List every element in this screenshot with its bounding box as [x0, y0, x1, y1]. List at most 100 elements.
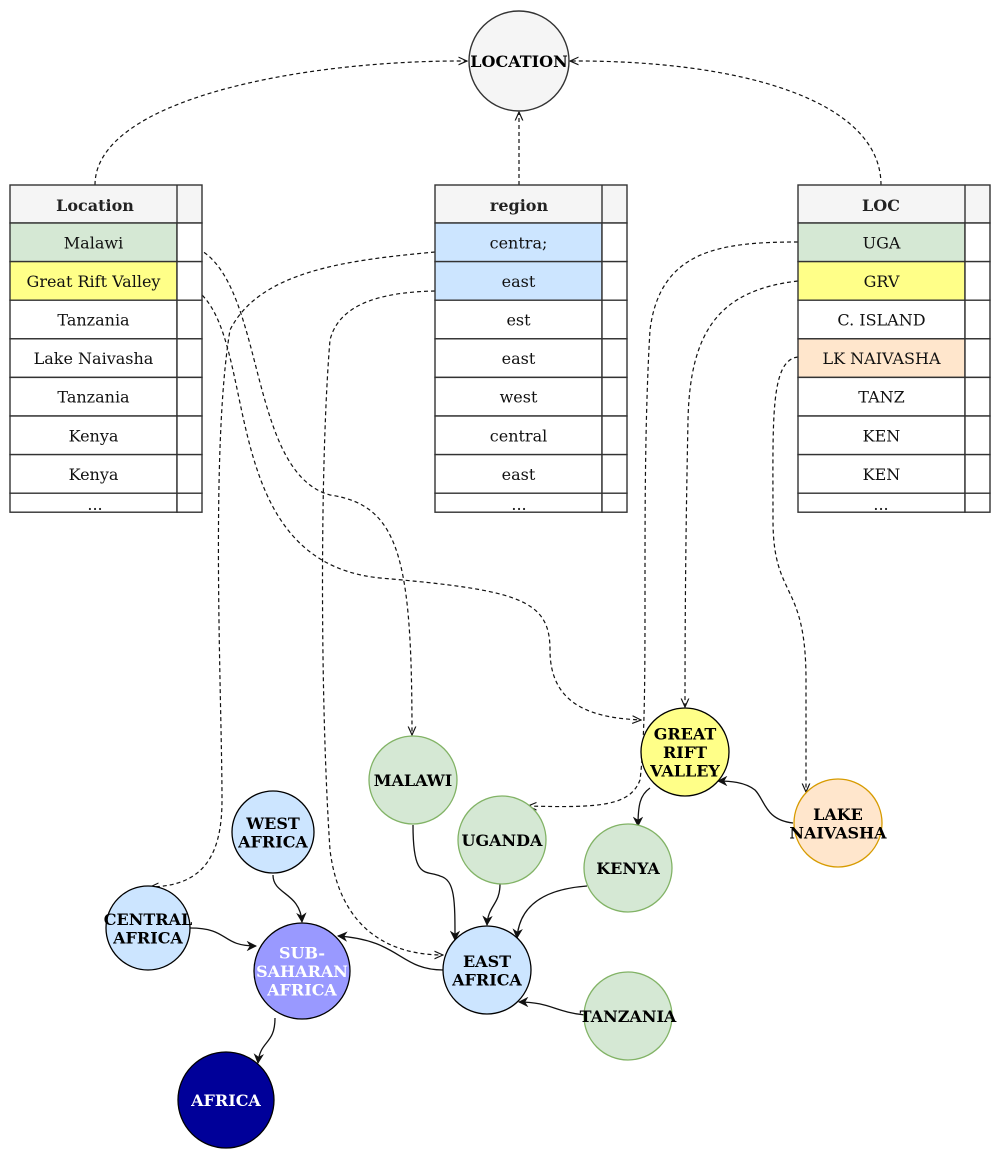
node-malawi[interactable]: MALAWI	[368, 735, 458, 825]
table-loc-cell[interactable]	[797, 453, 966, 494]
location-concept-node[interactable]: LOCATION	[468, 10, 570, 112]
table-location-ellipsis-side	[176, 492, 203, 513]
edge-location-table-to-concept	[94, 61, 467, 186]
edge-malawi-to-east-africa	[412, 824, 461, 942]
edge-sub-saharan-to-africa	[253, 1017, 276, 1065]
edge-lake-naivasha-to-great-rift-valley	[716, 775, 794, 824]
table-region-cell[interactable]	[434, 338, 603, 379]
node-uganda[interactable]: UGANDA	[457, 795, 547, 885]
table-loc-cell-text: TANZ	[858, 388, 904, 407]
table-loc-side-cell	[964, 338, 991, 379]
table-loc-ellipsis-side	[964, 492, 991, 513]
table-loc-side-cell	[964, 453, 991, 494]
node-east-africa-label: AFRICA	[451, 970, 522, 989]
node-africa[interactable]: AFRICA	[177, 1051, 275, 1149]
table-location-cell[interactable]	[9, 260, 178, 301]
node-great-rift-valley-label: VALLEY	[649, 762, 720, 781]
node-central-africa-label: CENTRAL	[104, 910, 192, 929]
node-lake-naivasha-label: NAIVASHA	[789, 823, 887, 842]
graph-nodes: MALAWI UGANDA KENYA TANZANIA GREATRIFTVALLEY…	[104, 707, 887, 1149]
node-west-africa-circle	[231, 790, 315, 874]
table-loc-cell[interactable]	[797, 338, 966, 379]
edge-east-africa-to-sub-saharan	[336, 931, 444, 971]
node-great-rift-valley-label: GREAT	[654, 725, 717, 744]
table-loc-cell-text: C. ISLAND	[837, 311, 925, 330]
table-loc-side-cell	[964, 376, 991, 417]
table-region-ellipsis: ...	[511, 495, 526, 514]
table-region-cell-text: east	[502, 349, 536, 368]
table-location-cell-text: Tanzania	[57, 311, 130, 330]
table-loc-side-cell	[964, 299, 991, 340]
node-malawi-label: MALAWI	[374, 771, 452, 790]
table-location-cell-text: Malawi	[64, 233, 123, 252]
node-west-africa-label: WEST	[245, 814, 300, 833]
table-loc-cell[interactable]	[797, 222, 966, 263]
solid-edges	[189, 775, 794, 1065]
node-uganda-circle	[457, 795, 547, 885]
node-west-africa-label: AFRICA	[237, 832, 308, 851]
edge-uganda-to-east-africa	[482, 883, 501, 927]
table-region-side-cell	[601, 338, 628, 379]
edge-kenya-to-east-africa	[512, 885, 588, 940]
node-east-africa-label: EAST	[463, 952, 511, 971]
edge-west-africa-to-sub-saharan	[272, 874, 307, 924]
node-sub-saharan-africa-label: AFRICA	[266, 981, 337, 1000]
table-region-cell-text: east	[502, 272, 536, 291]
table-loc-cell-text: GRV	[864, 272, 900, 291]
table-region-side-cell	[601, 453, 628, 494]
node-sub-saharan-africa-label: SAHARAN	[256, 962, 348, 981]
table-region-cell[interactable]	[434, 376, 603, 417]
table-region-cell[interactable]	[434, 299, 603, 340]
table-region-cell[interactable]	[434, 453, 603, 494]
table-location-side-cell	[176, 453, 203, 494]
table-location-cell-text: Kenya	[69, 465, 119, 484]
edge-cell-east-to-east-africa	[321, 290, 444, 955]
table-location-cell-text: Tanzania	[57, 388, 130, 407]
table-location-cell[interactable]	[9, 453, 178, 494]
table-loc-side-cell	[964, 415, 991, 456]
table-location-side-cell	[176, 299, 203, 340]
table-region-side-cell	[601, 299, 628, 340]
location-concept-label: LOCATION	[470, 52, 567, 71]
node-lake-naivasha-circle	[793, 778, 883, 868]
node-kenya-circle	[583, 823, 673, 913]
table-location-cell-text: Lake Naivasha	[34, 349, 154, 368]
node-great-rift-valley-label: RIFT	[663, 743, 707, 762]
table-loc-cell[interactable]	[797, 299, 966, 340]
edge-cell-uga-to-uganda	[528, 241, 799, 807]
table-region-cell[interactable]	[434, 222, 603, 263]
edge-cell-centra-to-central-africa	[150, 251, 436, 887]
table-location-cell[interactable]	[9, 222, 178, 263]
table-location-cell-text: Great Rift Valley	[27, 272, 161, 291]
table-region-cell-text: centra;	[490, 233, 548, 252]
edge-central-africa-to-sub-saharan	[189, 927, 258, 952]
edge-cell-grv-text-to-great-rift-valley	[177, 281, 641, 720]
node-tanzania[interactable]: TANZANIA	[580, 971, 677, 1061]
edge-great-rift-valley-to-kenya	[632, 787, 651, 828]
table-region-side-cell	[601, 415, 628, 456]
dashed-edges	[94, 61, 882, 955]
table-loc-cell-text: LK NAIVASHA	[822, 349, 940, 368]
node-kenya[interactable]: KENYA	[583, 823, 673, 913]
edge-loc-table-to-concept	[570, 61, 882, 186]
table-location-side-cell	[176, 415, 203, 456]
table-location-header-cell	[9, 184, 203, 224]
table-loc-cell-text: KEN	[863, 465, 901, 484]
node-malawi-circle	[368, 735, 458, 825]
table-region-cell-text: east	[502, 465, 536, 484]
table-loc-header: LOC	[862, 196, 900, 215]
node-africa-label: AFRICA	[190, 1091, 261, 1110]
table-region-cell-text: est	[506, 311, 531, 330]
table-region-side-cell	[601, 376, 628, 417]
node-africa-circle	[177, 1051, 275, 1149]
table-location-header: Location	[56, 196, 134, 215]
table-region-cell[interactable]	[434, 260, 603, 301]
